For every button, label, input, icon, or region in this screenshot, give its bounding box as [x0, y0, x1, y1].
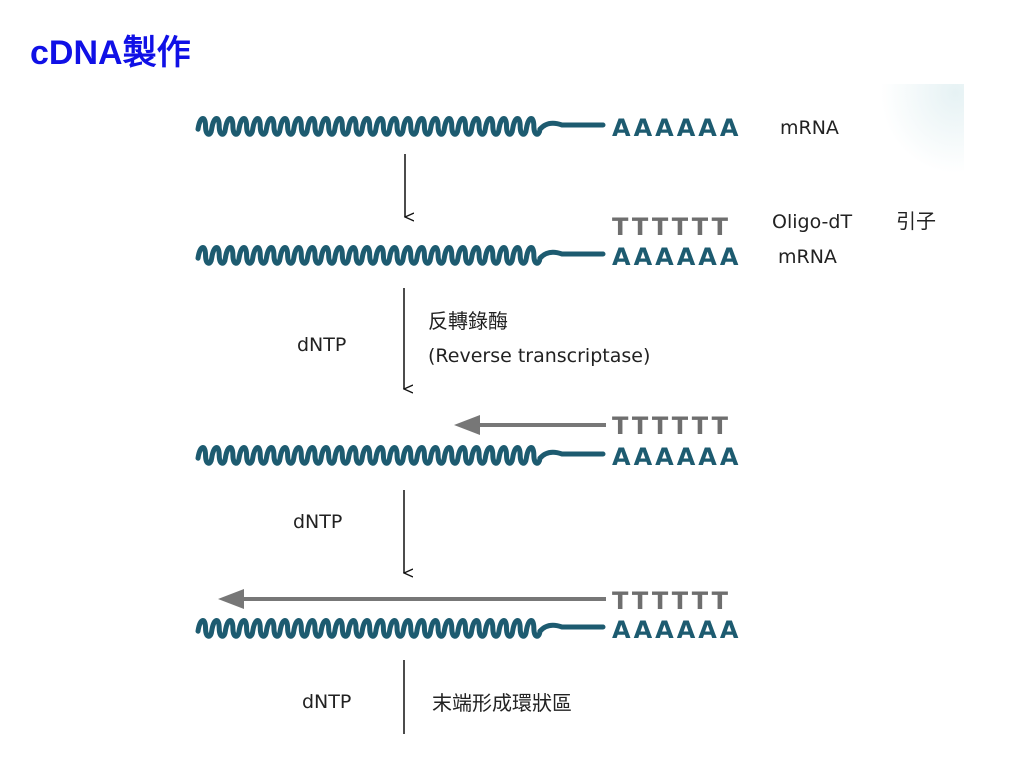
mrna-strand-2: [195, 245, 606, 266]
poly-a-tail-2: AAAAAA: [612, 243, 741, 271]
dntp-label-2: dNTP: [297, 334, 346, 356]
dntp-label-3: dNTP: [293, 511, 342, 533]
oligo-dt-primer-3: TTTTTT: [612, 412, 731, 440]
mrna-label-1: mRNA: [780, 117, 839, 139]
mrna-strand-1: [195, 116, 606, 137]
oligo-dt-primer-2: TTTTTT: [612, 213, 731, 241]
enzyme-label-en: (Reverse transcriptase): [428, 345, 650, 367]
poly-a-tail-3: AAAAAA: [612, 443, 741, 471]
primer-label-cn: 引子: [896, 209, 936, 233]
poly-a-tail-1: AAAAAA: [612, 114, 741, 142]
hairpin-note-cn: 末端形成環狀區: [432, 691, 572, 715]
enzyme-label-cn: 反轉錄酶: [428, 309, 508, 333]
panel-corner-glow: [880, 84, 964, 174]
cdna-extension-arrowhead-3: [454, 415, 480, 435]
oligo-dt-primer-4: TTTTTT: [612, 587, 731, 615]
slide-title: cDNA製作: [30, 34, 191, 72]
dntp-label-4: dNTP: [302, 691, 351, 713]
mrna-label-2: mRNA: [778, 246, 837, 268]
mrna-strand-4: [195, 618, 606, 639]
poly-a-tail-4: AAAAAA: [612, 616, 741, 644]
cdna-extension-arrowhead-4: [218, 589, 244, 609]
mrna-strand-3: [195, 445, 606, 466]
primer-label: Oligo-dT: [772, 211, 852, 233]
